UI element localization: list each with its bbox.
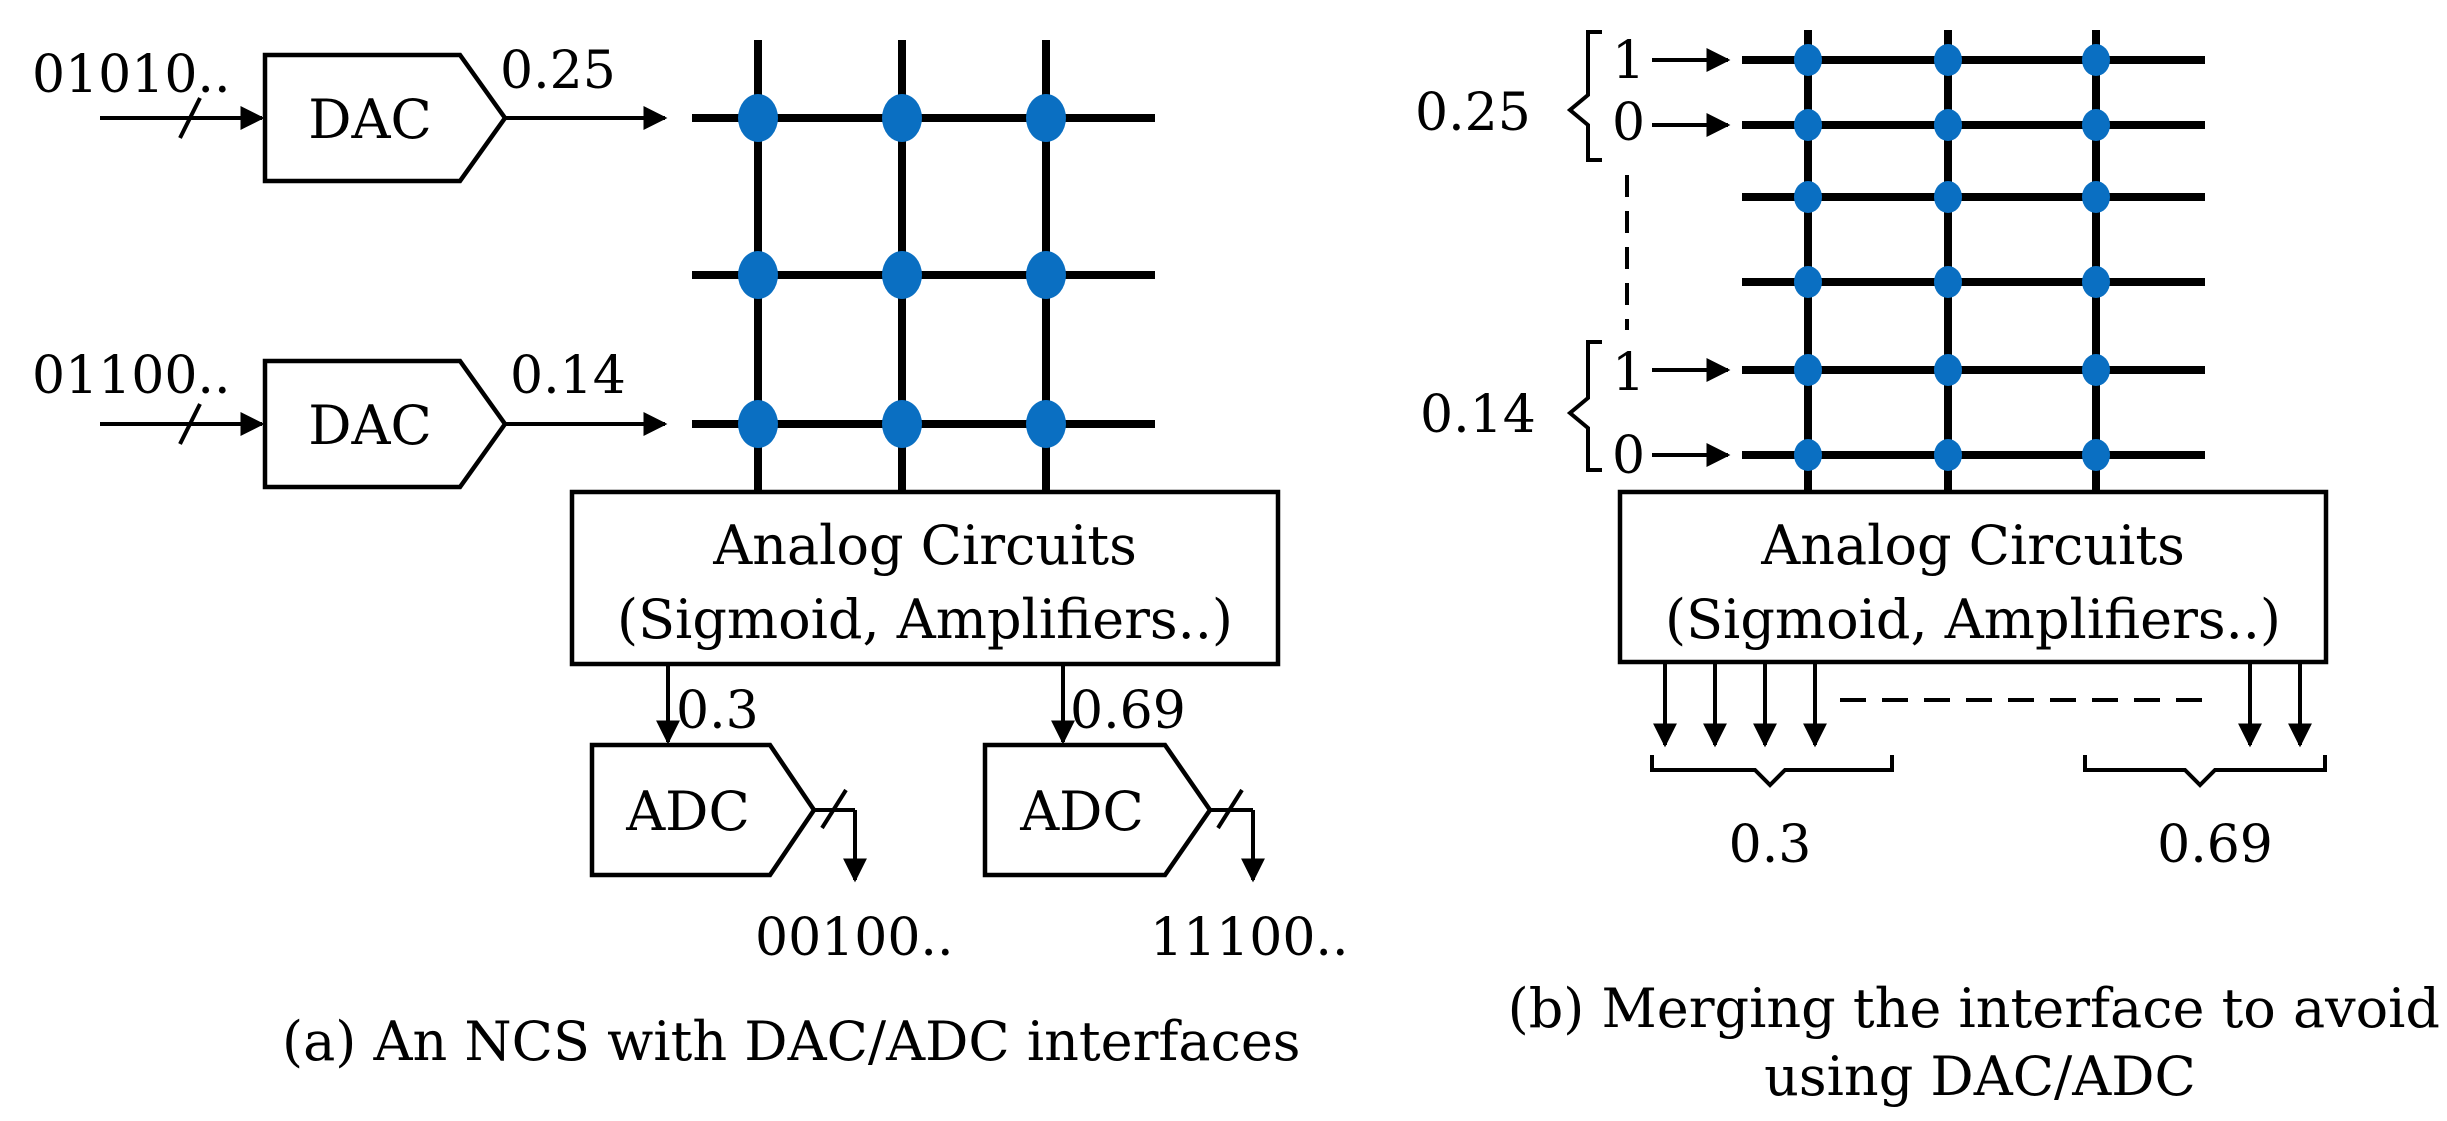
- crosspoint: [1794, 181, 1822, 213]
- crosspoint: [882, 400, 922, 448]
- crosspoint: [2082, 181, 2110, 213]
- output-arrows-b: [1653, 662, 2312, 748]
- crosspoint: [1026, 400, 1066, 448]
- output-1: 0.3 ADC 00100..: [589, 664, 953, 968]
- crosspoint: [1934, 181, 1962, 213]
- adc-1-label: ADC: [625, 780, 750, 843]
- crosspoint: [1794, 354, 1822, 386]
- analog-circuits-a-subtitle: (Sigmoid, Amplifiers..): [617, 588, 1233, 651]
- output-brace-1: [1650, 755, 1894, 788]
- analog-value-1: 0.25: [500, 41, 616, 101]
- input-group-1: 0.25 1 0: [1415, 30, 1731, 162]
- output-brace-2: [2083, 755, 2327, 788]
- adc-2-label: ADC: [1019, 780, 1144, 843]
- crosspoint: [738, 251, 778, 299]
- panel-a: 01010.. DAC 0.25 01100.. DAC 0.14: [32, 40, 1348, 1073]
- dac-2: [262, 358, 508, 490]
- analog-circuits-a-box: [569, 489, 1281, 667]
- analog-value-2: 0.14: [510, 346, 626, 406]
- bus-slash-1: [178, 97, 202, 139]
- output-analog-1: 0.3: [676, 681, 759, 741]
- crosspoint: [1934, 266, 1962, 298]
- crosspoint: [1794, 109, 1822, 141]
- caption-a: (a) An NCS with DAC/ADC interfaces: [282, 1010, 1301, 1073]
- group-brace-2: [1566, 340, 1602, 472]
- crosspoint: [1026, 251, 1066, 299]
- analog-circuits-b-title: Analog Circuits: [1760, 514, 2185, 577]
- crosspoint: [738, 400, 778, 448]
- crosspoint: [1794, 44, 1822, 76]
- caption-b-line2: using DAC/ADC: [1764, 1045, 2196, 1108]
- output-bits-1: 00100..: [755, 908, 953, 968]
- crosspoint: [1934, 439, 1962, 471]
- output-groups-b: 0.3 0.69: [1650, 755, 2327, 875]
- crosspoint: [2082, 439, 2110, 471]
- input-row-2: 01100.. DAC 0.14: [32, 346, 668, 490]
- crosspoint: [2082, 354, 2110, 386]
- analog-circuits-b-subtitle: (Sigmoid, Amplifiers..): [1665, 588, 2281, 651]
- adc-2: [982, 742, 1213, 878]
- group-value-1: 0.25: [1415, 83, 1531, 143]
- crosspoint: [1794, 439, 1822, 471]
- analog-circuits-b-box: [1617, 489, 2329, 665]
- group-2-bit-1: 1: [1612, 343, 1645, 403]
- dac-2-label: DAC: [308, 394, 432, 457]
- panel-b: 0.25 1 0 0.14 1 0: [1415, 30, 2440, 1108]
- crossbar-b: [1742, 30, 2205, 490]
- caption-b-line1: (b) Merging the interface to avoid: [1508, 977, 2440, 1040]
- input-row-1: 01010.. DAC 0.25: [32, 41, 668, 184]
- analog-circuits-a: Analog Circuits (Sigmoid, Amplifiers..): [569, 489, 1281, 667]
- crosspoint: [2082, 266, 2110, 298]
- group-value-2: 0.14: [1420, 385, 1536, 445]
- bus-slash-out-1: [820, 788, 848, 830]
- crosspoint: [882, 251, 922, 299]
- crosspoint: [1934, 109, 1962, 141]
- group-1-bit-1: 1: [1612, 31, 1645, 91]
- input-bits-2: 01100..: [32, 346, 230, 406]
- output-value-1: 0.3: [1729, 815, 1812, 875]
- adc-1: [589, 742, 817, 878]
- output-analog-2: 0.69: [1070, 681, 1186, 741]
- crosspoint: [1026, 94, 1066, 142]
- dac-1-label: DAC: [308, 88, 432, 151]
- crosspoint: [1794, 266, 1822, 298]
- analog-circuits-b: Analog Circuits (Sigmoid, Amplifiers..): [1617, 489, 2329, 665]
- crosspoint: [882, 94, 922, 142]
- crosspoint: [738, 94, 778, 142]
- output-2: 0.69 ADC 11100..: [982, 664, 1348, 968]
- crosspoint: [2082, 109, 2110, 141]
- dac-1: [262, 52, 508, 184]
- crosspoint: [1934, 44, 1962, 76]
- crosspoint: [1934, 354, 1962, 386]
- crossbar-a: [692, 40, 1155, 492]
- group-1-bit-2: 0: [1612, 93, 1645, 153]
- input-bits-1: 01010..: [32, 45, 230, 105]
- group-brace-1: [1566, 30, 1602, 162]
- group-2-bit-2: 0: [1612, 426, 1645, 486]
- input-group-2: 0.14 1 0: [1420, 340, 1731, 486]
- bus-slash-2: [178, 403, 202, 445]
- analog-circuits-a-title: Analog Circuits: [712, 514, 1137, 577]
- output-value-2: 0.69: [2157, 815, 2273, 875]
- crosspoint: [2082, 44, 2110, 76]
- output-bits-2: 11100..: [1150, 908, 1348, 968]
- bus-slash-out-2: [1216, 788, 1244, 830]
